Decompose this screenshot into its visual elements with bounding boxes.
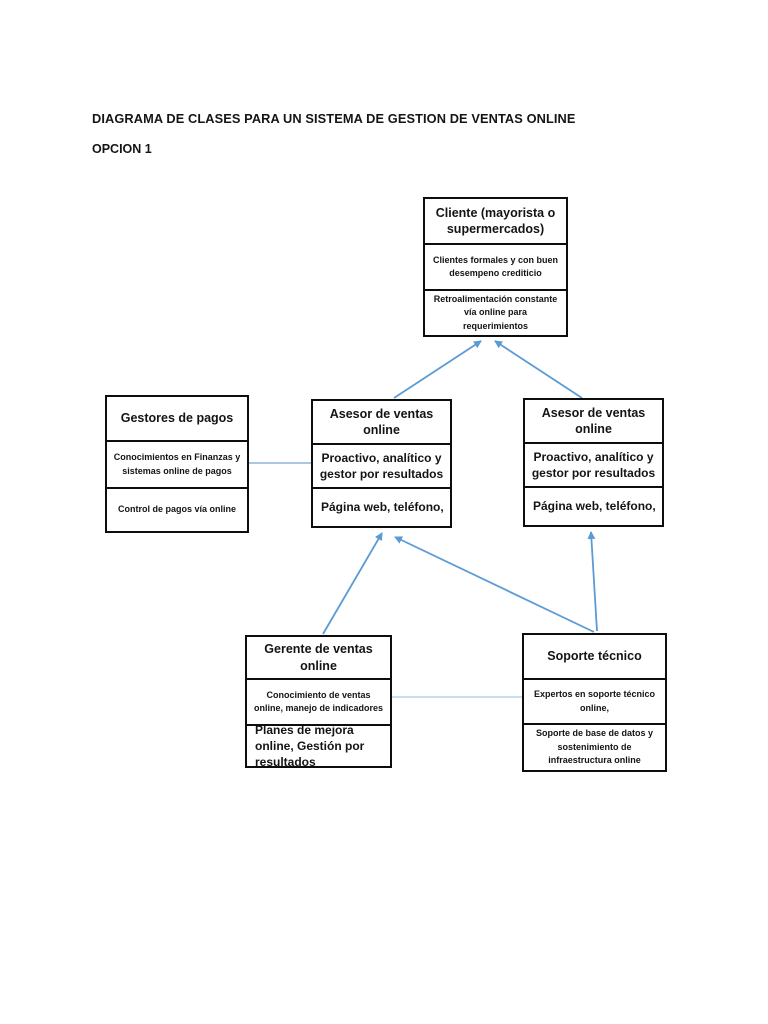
class-box-gestores-pagos: Gestores de pagos Conocimientos en Finan… [105, 395, 249, 533]
connector-arrow-gerente-to-asesor1 [322, 532, 383, 635]
class-attributes-gerente-ventas: Conocimiento de ventas online, manejo de… [247, 678, 390, 724]
connector-arrow-soporte-to-asesor1 [394, 536, 595, 633]
class-title-asesor-ventas-1: Asesor de ventas online [329, 406, 434, 437]
class-title-gestores-pagos: Gestores de pagos [120, 411, 234, 426]
class-box-gerente-ventas: Gerente de ventas online Conocimiento de… [245, 635, 392, 768]
class-title-cliente: Cliente (mayorista o supermercados) [435, 205, 556, 236]
class-title-soporte-tecnico: Soporte técnico [547, 649, 642, 664]
class-title-asesor-ventas-2: Asesor de ventas online [541, 405, 646, 436]
class-attributes-asesor-ventas-2: Proactivo, analítico y gestor por result… [525, 442, 662, 486]
option-label: OPCION 1 [92, 142, 152, 156]
page-title: DIAGRAMA DE CLASES PARA UN SISTEMA DE GE… [92, 111, 576, 126]
class-attributes-cliente: Clientes formales y con buen desempeno c… [425, 243, 566, 289]
connector-arrow-soporte-to-asesor2 [587, 531, 598, 632]
class-operations-gerente-ventas: Planes de mejora online, Gestión por res… [247, 724, 390, 766]
class-box-cliente: Cliente (mayorista o supermercados) Clie… [423, 197, 568, 337]
class-attributes-asesor-ventas-1: Proactivo, analítico y gestor por result… [313, 443, 450, 487]
class-box-asesor-ventas-2: Asesor de ventas online Proactivo, analí… [523, 398, 664, 527]
class-attributes-gestores-pagos: Conocimientos en Finanzas y sistemas onl… [107, 440, 247, 487]
connector-arrow-asesor1-to-cliente [393, 340, 482, 399]
class-title-gerente-ventas: Gerente de ventas online [264, 642, 373, 673]
class-operations-gestores-pagos: Control de pagos vía online [107, 487, 247, 531]
class-box-asesor-ventas-1: Asesor de ventas online Proactivo, analí… [311, 399, 452, 528]
class-operations-asesor-ventas-2: Página web, teléfono, [525, 486, 662, 525]
class-operations-soporte-tecnico: Soporte de base de datos y sostenimiento… [524, 723, 665, 770]
connector-arrow-asesor2-to-cliente [494, 340, 583, 399]
class-operations-cliente: Retroalimentación constante vía online p… [425, 289, 566, 335]
class-box-soporte-tecnico: Soporte técnico Expertos en soporte técn… [522, 633, 667, 772]
class-attributes-soporte-tecnico: Expertos en soporte técnico online, [524, 678, 665, 723]
class-operations-asesor-ventas-1: Página web, teléfono, [313, 487, 450, 526]
